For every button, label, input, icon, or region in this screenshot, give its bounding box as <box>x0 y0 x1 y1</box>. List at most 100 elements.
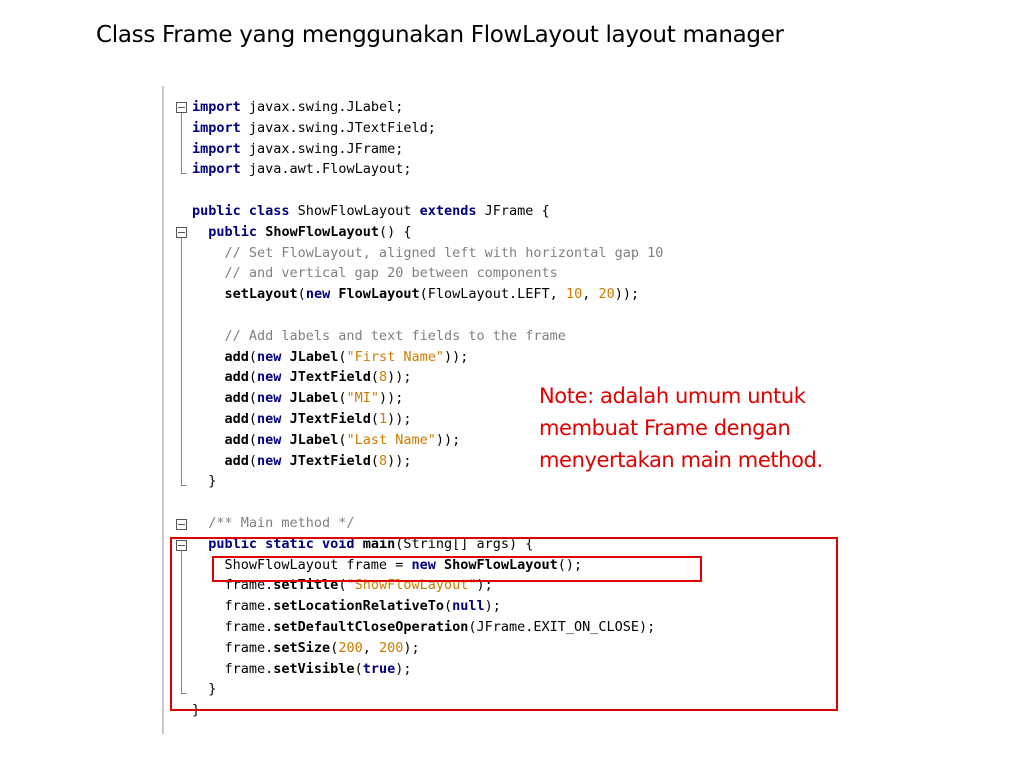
code-token: frame. <box>192 598 274 615</box>
code-token <box>192 369 225 385</box>
code-token: JLabel <box>289 390 339 407</box>
code-token: import <box>192 99 241 115</box>
code-token: )); <box>387 369 412 386</box>
code-token: ShowFlowLayout frame = <box>192 556 412 573</box>
code-token: true <box>362 660 396 677</box>
code-line: add(new JTextField(1)); <box>192 409 663 430</box>
code-token: // Set FlowLayout, aligned left with hor… <box>192 244 664 261</box>
code-line: public class ShowFlowLayout extends JFra… <box>192 201 663 222</box>
fold-collapse-icon[interactable] <box>176 227 187 238</box>
code-token <box>257 224 265 240</box>
code-token <box>192 224 208 240</box>
code-token: "MI" <box>346 390 380 407</box>
main-method-highlight-box <box>170 537 838 711</box>
code-line: /** Main method */ <box>192 513 663 534</box>
code-token: () { <box>378 223 412 240</box>
code-token: public static void <box>208 535 355 552</box>
fold-guide-line <box>181 113 182 173</box>
code-token <box>281 390 289 406</box>
code-line: // Add labels and text fields to the fra… <box>192 326 663 347</box>
code-line: add(new JTextField(8)); <box>192 451 663 472</box>
fold-guide-line <box>181 551 182 693</box>
code-token: JTextField <box>289 410 371 427</box>
code-token: ShowFlowLayout <box>289 202 420 219</box>
code-token: JTextField <box>289 452 371 469</box>
code-token: setDefaultCloseOperation <box>273 618 469 635</box>
code-line: add(new JLabel("Last Name")); <box>192 430 663 451</box>
code-line: import javax.swing.JFrame; <box>192 139 663 160</box>
code-token: ( <box>297 286 306 303</box>
slide-title: Class Frame yang menggunakan FlowLayout … <box>96 22 784 48</box>
code-token: main <box>362 535 396 552</box>
code-line: ShowFlowLayout frame = new ShowFlowLayou… <box>192 555 663 576</box>
code-token: javax.swing.JLabel; <box>240 99 404 115</box>
code-token: JLabel <box>289 431 339 448</box>
code-token: frame. <box>192 618 274 635</box>
code-token: )); <box>387 410 412 427</box>
code-token <box>192 286 225 302</box>
code-token: new <box>257 390 282 407</box>
code-token: ( <box>370 410 379 427</box>
code-line: } <box>192 679 663 700</box>
code-token: setLocationRelativeTo <box>273 598 444 615</box>
code-token: "First Name" <box>346 348 445 365</box>
code-token: new <box>257 410 282 427</box>
code-token: ); <box>403 639 420 656</box>
fold-guide-end <box>181 485 187 486</box>
fold-collapse-icon[interactable] <box>176 102 187 113</box>
code-token: (); <box>557 556 583 573</box>
code-token: )); <box>379 390 404 407</box>
code-token: public <box>208 223 258 240</box>
code-token: 1 <box>379 410 388 427</box>
fold-collapse-icon[interactable] <box>176 540 187 551</box>
code-token: ); <box>395 660 412 677</box>
fold-collapse-icon[interactable] <box>176 519 187 530</box>
code-token: 20 <box>598 286 615 303</box>
code-token: // and vertical gap 20 between component… <box>192 265 558 282</box>
code-line <box>192 492 663 513</box>
code-token: )); <box>444 348 469 365</box>
code-token <box>192 453 225 469</box>
code-token <box>281 349 289 365</box>
note-text: Note: adalah umum untuk membuat Frame de… <box>539 384 823 472</box>
code-token: ( <box>248 390 258 407</box>
code-token <box>192 349 225 365</box>
code-token <box>192 411 225 427</box>
code-line <box>192 180 663 201</box>
code-line: frame.setVisible(true); <box>192 659 663 680</box>
code-token: javax.swing.JTextField; <box>240 119 436 136</box>
code-token: )); <box>614 286 640 303</box>
code-token: ( <box>248 369 258 386</box>
code-line: frame.setDefaultCloseOperation(JFrame.EX… <box>192 617 663 638</box>
code-token: import <box>192 161 241 178</box>
code-token: , <box>582 286 599 303</box>
code-line: import javax.swing.JLabel; <box>192 97 663 118</box>
code-token: ( <box>248 431 258 448</box>
code-line: add(new JLabel("First Name")); <box>192 347 663 368</box>
code-token: ( <box>338 390 347 407</box>
code-token: ( <box>338 577 347 594</box>
code-token: add <box>224 410 249 427</box>
code-token: ( <box>248 410 258 427</box>
code-token: FlowLayout <box>338 286 420 303</box>
code-line: public static void main(String[] args) { <box>192 534 663 555</box>
code-token <box>192 390 225 406</box>
code-token: new <box>257 348 282 365</box>
code-token: JTextField <box>289 369 371 386</box>
code-token: "Last Name" <box>346 431 436 448</box>
code-token: java.awt.FlowLayout; <box>240 161 412 178</box>
code-editor-panel <box>162 86 772 734</box>
code-token <box>281 369 289 385</box>
code-token: , <box>362 639 379 656</box>
code-line <box>192 305 663 326</box>
code-token: import <box>192 119 241 136</box>
code-token: 10 <box>565 286 583 303</box>
code-line: // Set FlowLayout, aligned left with hor… <box>192 243 664 264</box>
code-token: setLayout <box>224 286 298 303</box>
code-token: JFrame { <box>476 202 550 219</box>
code-line: setLayout(new FlowLayout(FlowLayout.LEFT… <box>192 284 663 305</box>
code-token <box>281 432 289 448</box>
code-token: new <box>257 369 282 386</box>
code-token: frame. <box>192 639 274 656</box>
code-line: } <box>192 471 663 492</box>
